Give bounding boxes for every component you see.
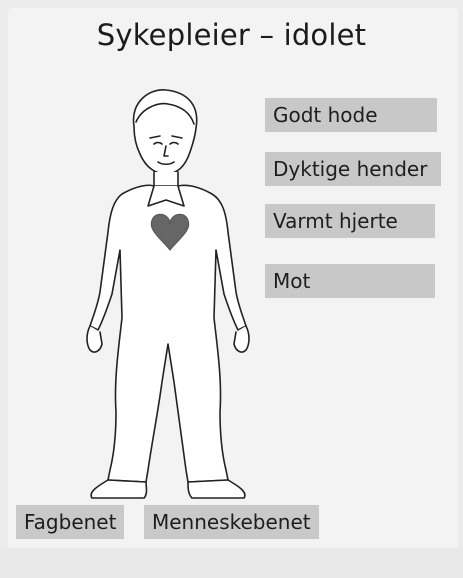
label-warm-heart: Varmt hjerte — [265, 204, 435, 238]
page-bottom-strip — [0, 548, 463, 578]
person-figure-icon — [70, 82, 270, 502]
diagram-title: Sykepleier – idolet — [0, 18, 463, 52]
label-skilled-hands: Dyktige hender — [265, 152, 441, 186]
label-courage: Mot — [265, 264, 435, 298]
label-human-leg: Menneskebenet — [144, 505, 319, 539]
label-professional-leg: Fagbenet — [16, 505, 124, 539]
label-good-head: Godt hode — [265, 98, 437, 132]
